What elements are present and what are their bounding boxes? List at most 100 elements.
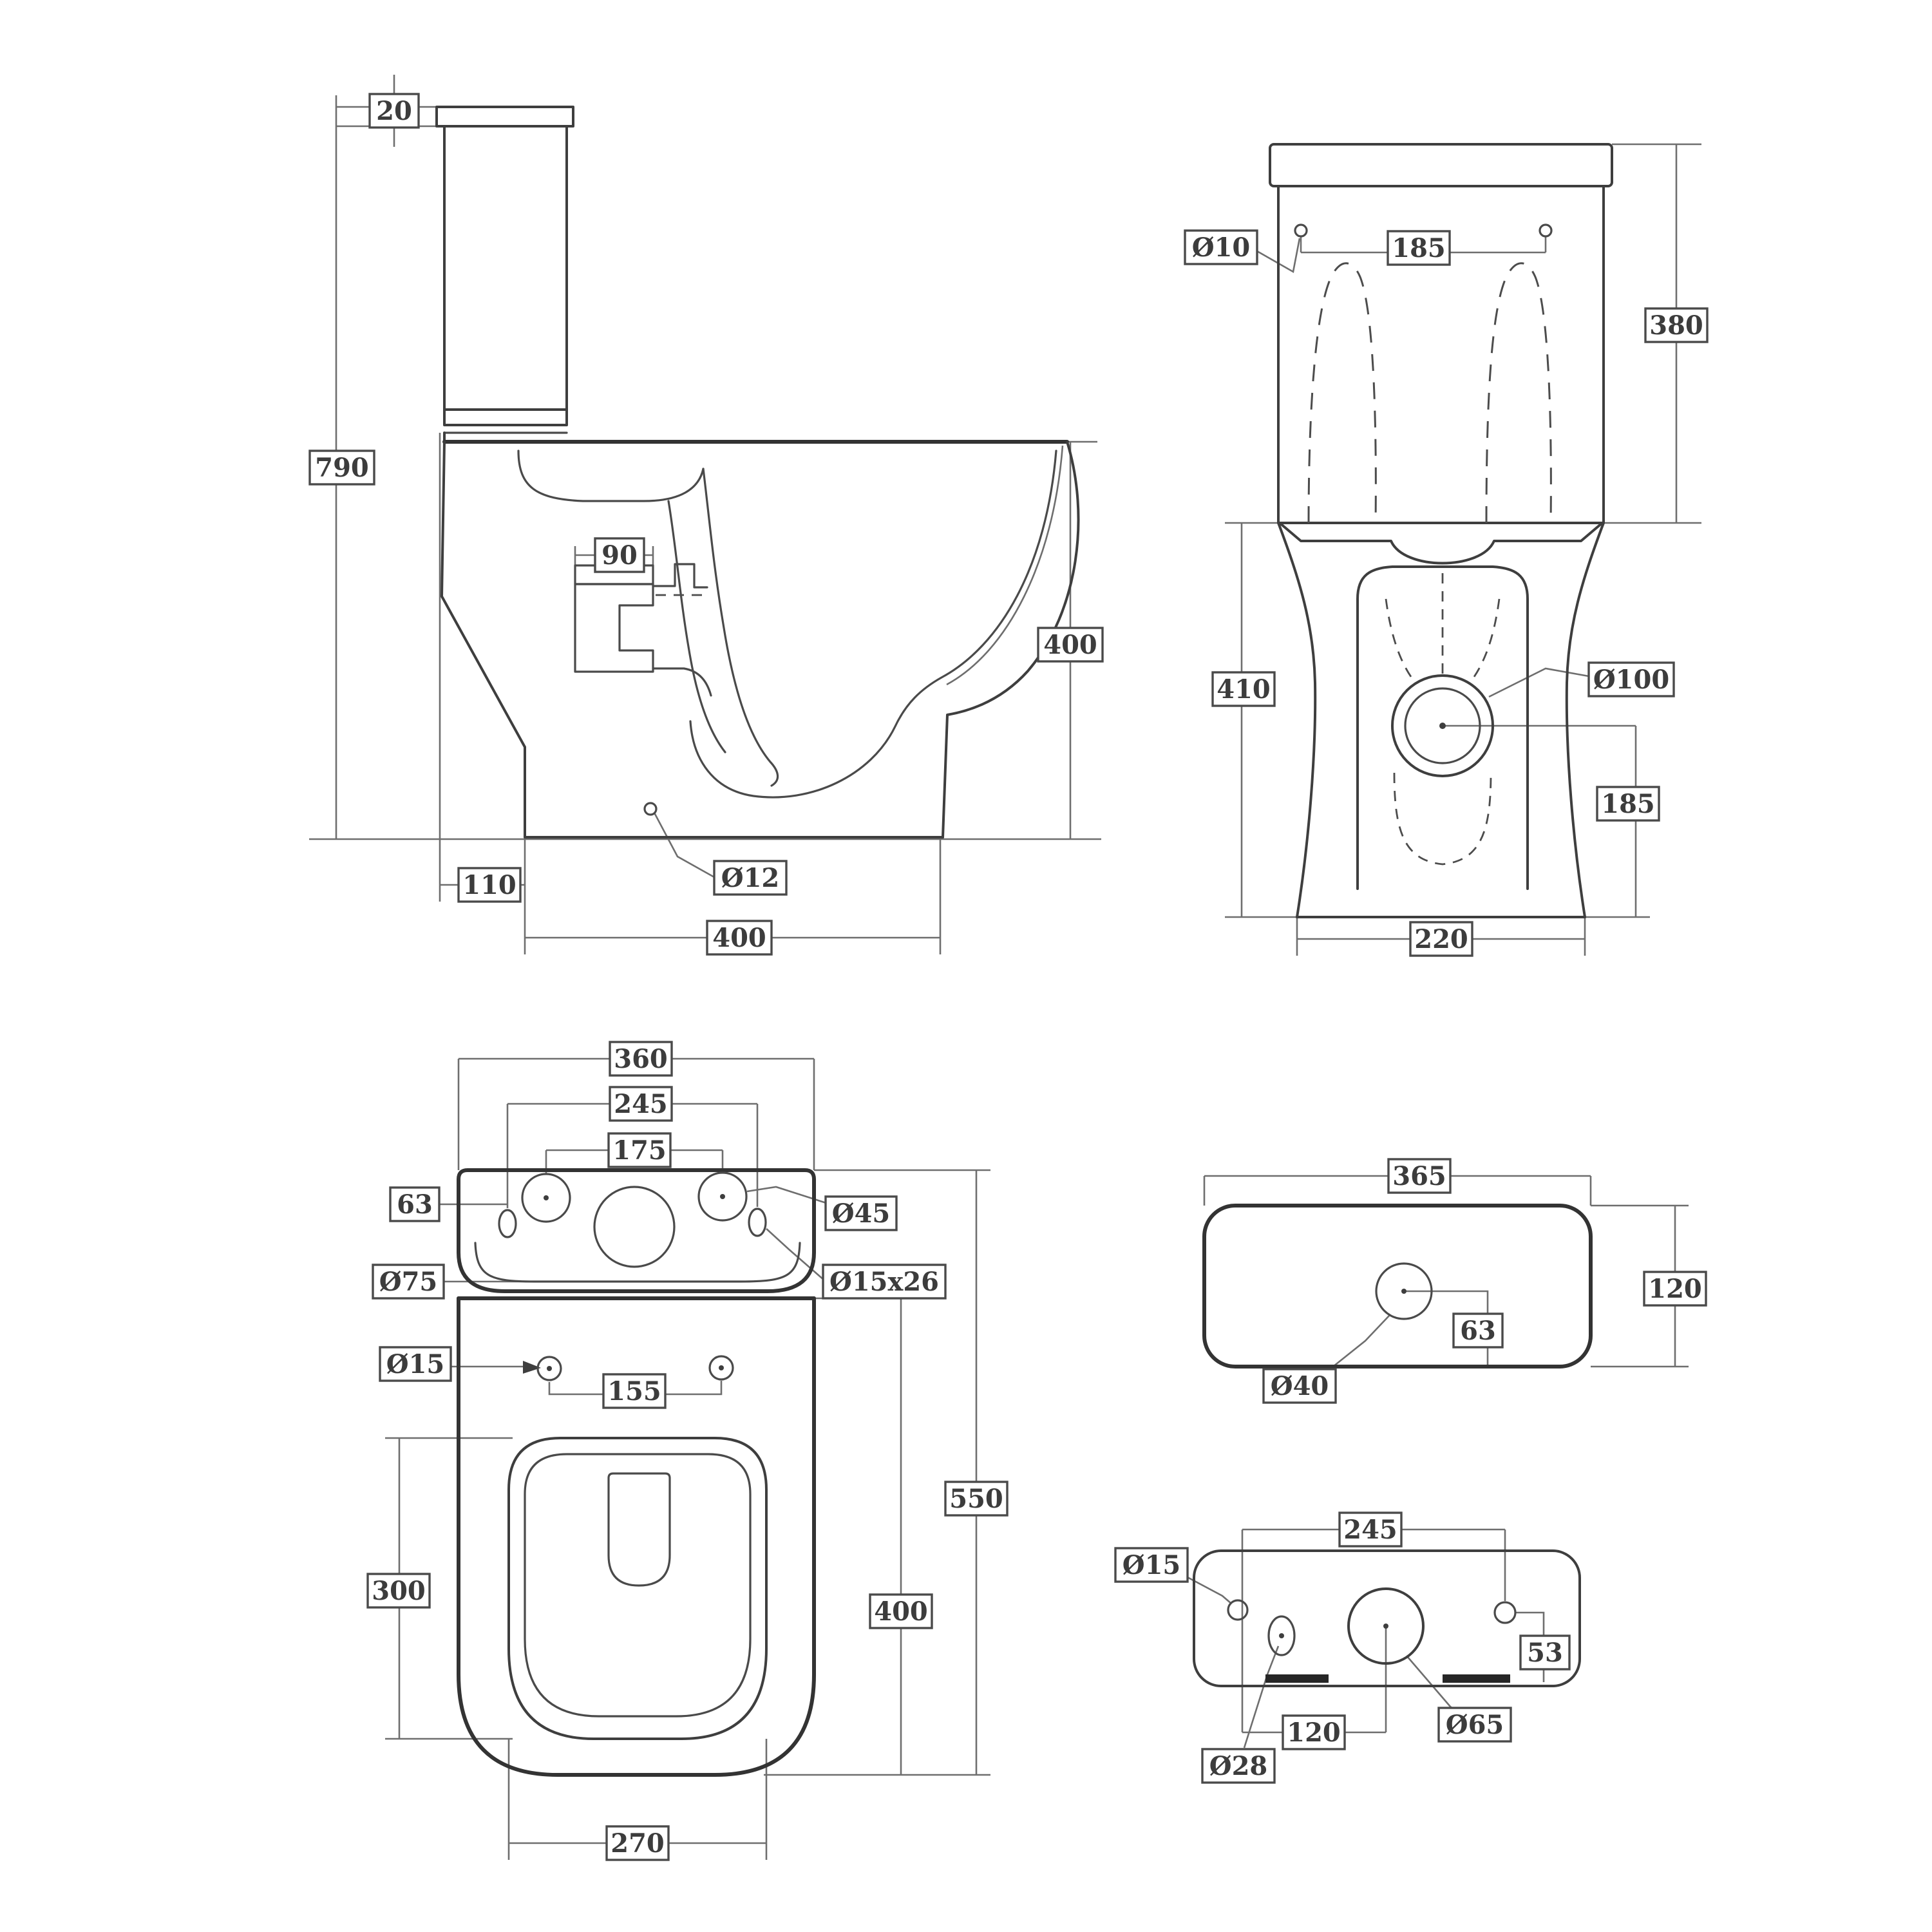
lid-view: 365 120 63 Ø40 (1202, 1158, 1707, 1404)
base-pad-right (1443, 1674, 1510, 1683)
dim-base-side-offset: 53 (1519, 1634, 1571, 1671)
dim-lid-width: 365 (1387, 1158, 1452, 1194)
tank-hole-right-icon (697, 1171, 748, 1222)
svg-text:Ø45: Ø45 (832, 1198, 891, 1229)
dim-side-lid-thickness: 20 (368, 93, 420, 129)
dim-lid-depth: 120 (1643, 1271, 1707, 1307)
svg-text:410: 410 (1217, 674, 1271, 705)
dim-side-rim-height: 400 (1037, 627, 1104, 663)
front-view: Ø10 185 380 410 Ø100 185 220 (1184, 143, 1709, 957)
tank-hole-left-icon (521, 1173, 571, 1223)
svg-text:20: 20 (376, 96, 412, 126)
svg-text:300: 300 (372, 1576, 426, 1606)
dim-base-corner-hole: Ø15 (1114, 1547, 1189, 1583)
cistern-lid-side (435, 106, 574, 128)
svg-text:Ø15x26: Ø15x26 (829, 1267, 939, 1297)
svg-text:360: 360 (614, 1044, 668, 1074)
trapway-shroud (1356, 565, 1529, 890)
svg-text:Ø28: Ø28 (1209, 1751, 1268, 1781)
svg-text:Ø15: Ø15 (386, 1349, 445, 1379)
trap-outline-dashed (1393, 772, 1492, 866)
svg-text:120: 120 (1287, 1718, 1341, 1748)
dim-top-oval-spacing: 245 (609, 1086, 673, 1122)
base-view: Ø15 245 53 Ø28 120 Ø65 (1114, 1511, 1581, 1784)
cistern-body-front (1277, 185, 1605, 524)
front-view-outline (1269, 143, 1613, 918)
base-corner-hole-left-icon (1227, 1599, 1249, 1621)
svg-text:120: 120 (1648, 1274, 1702, 1304)
flush-channel-right-dashed (1485, 262, 1552, 524)
svg-text:Ø40: Ø40 (1271, 1371, 1329, 1401)
tank-hole-center-icon (593, 1186, 676, 1268)
svg-text:110: 110 (462, 870, 516, 900)
dim-base-hole-spacing: 245 (1338, 1511, 1403, 1548)
dim-side-bowl-depth: 400 (706, 920, 773, 956)
svg-text:Ø100: Ø100 (1593, 665, 1669, 695)
svg-text:175: 175 (612, 1135, 667, 1166)
svg-text:365: 365 (1392, 1161, 1446, 1191)
dim-base-center-offset: 120 (1282, 1714, 1346, 1750)
dim-top-pan-depth: 400 (869, 1593, 933, 1629)
flush-channel-left-dashed (1307, 262, 1377, 524)
dim-side-fixing-hole: Ø12 (713, 860, 788, 896)
pan-top-edge (1278, 522, 1604, 565)
rim-hollow (517, 450, 705, 502)
svg-text:550: 550 (949, 1484, 1003, 1514)
tank-top-outline (457, 1168, 816, 1293)
dim-front-hole-spacing: 185 (1387, 230, 1451, 266)
base-small-hole-icon (1267, 1615, 1296, 1656)
svg-text:Ø65: Ø65 (1446, 1710, 1504, 1740)
tank-fixing-hole-right-icon (1539, 223, 1553, 238)
dim-top-hole-spacing: 175 (607, 1132, 672, 1168)
svg-text:245: 245 (1343, 1515, 1397, 1545)
base-corner-hole-right-icon (1493, 1601, 1517, 1624)
lid-outline (1202, 1204, 1593, 1368)
trap-channel-outer (702, 468, 779, 787)
dim-lid-hole-offset: 63 (1452, 1312, 1504, 1349)
bowl-back-profile (440, 440, 526, 838)
flush-inlet-slot (607, 1472, 671, 1587)
spud-step (652, 563, 708, 589)
cistern-lid-front (1269, 143, 1613, 187)
svg-text:Ø75: Ø75 (379, 1267, 438, 1297)
svg-text:53: 53 (1527, 1638, 1563, 1668)
side-view-outline (435, 106, 1080, 838)
spud-lower-wall (652, 667, 712, 697)
dim-front-tank-height: 380 (1644, 307, 1709, 343)
svg-text:400: 400 (874, 1596, 928, 1627)
cistern-body-side (443, 125, 568, 426)
dim-front-outlet-height: 185 (1596, 786, 1660, 822)
tank-fixing-hole-left-icon (1294, 223, 1308, 238)
outlet-hole-inner-icon (1404, 687, 1481, 764)
lid-button-hole-icon (1375, 1262, 1433, 1320)
dim-top-opening-length: 300 (366, 1573, 431, 1609)
dim-top-side-hole-dia: Ø45 (824, 1195, 898, 1231)
svg-text:185: 185 (1601, 789, 1655, 819)
svg-text:270: 270 (611, 1828, 665, 1859)
svg-text:63: 63 (1460, 1316, 1496, 1346)
svg-text:Ø15: Ø15 (1122, 1550, 1181, 1580)
tank-slot-right-icon (748, 1208, 767, 1237)
svg-text:90: 90 (601, 540, 638, 571)
dim-top-overall-depth: 550 (944, 1481, 1009, 1517)
pan-left-side (1277, 522, 1317, 918)
bowl-inner-outline (524, 1453, 752, 1718)
dim-front-base-width: 220 (1409, 921, 1473, 957)
svg-text:245: 245 (614, 1089, 668, 1119)
svg-text:400: 400 (1043, 630, 1097, 660)
dim-front-outlet-dia: Ø100 (1587, 661, 1675, 697)
top-view-outline (457, 1168, 816, 1777)
lid-view-outline (1202, 1204, 1593, 1368)
base-flush-hole-icon (1347, 1587, 1425, 1665)
base-outline (1193, 1549, 1581, 1687)
pan-right-side (1565, 522, 1605, 918)
dim-top-slot-size: Ø15x26 (822, 1264, 947, 1300)
svg-text:380: 380 (1649, 310, 1703, 341)
basin-curve (689, 450, 1057, 799)
tank-slot-left-icon (498, 1209, 517, 1238)
dim-lid-hole-dia: Ø40 (1262, 1368, 1337, 1404)
outlet-hole-outer-icon (1391, 674, 1494, 777)
trap-channel-inner (667, 500, 726, 753)
dim-top-opening-width: 270 (605, 1825, 670, 1861)
